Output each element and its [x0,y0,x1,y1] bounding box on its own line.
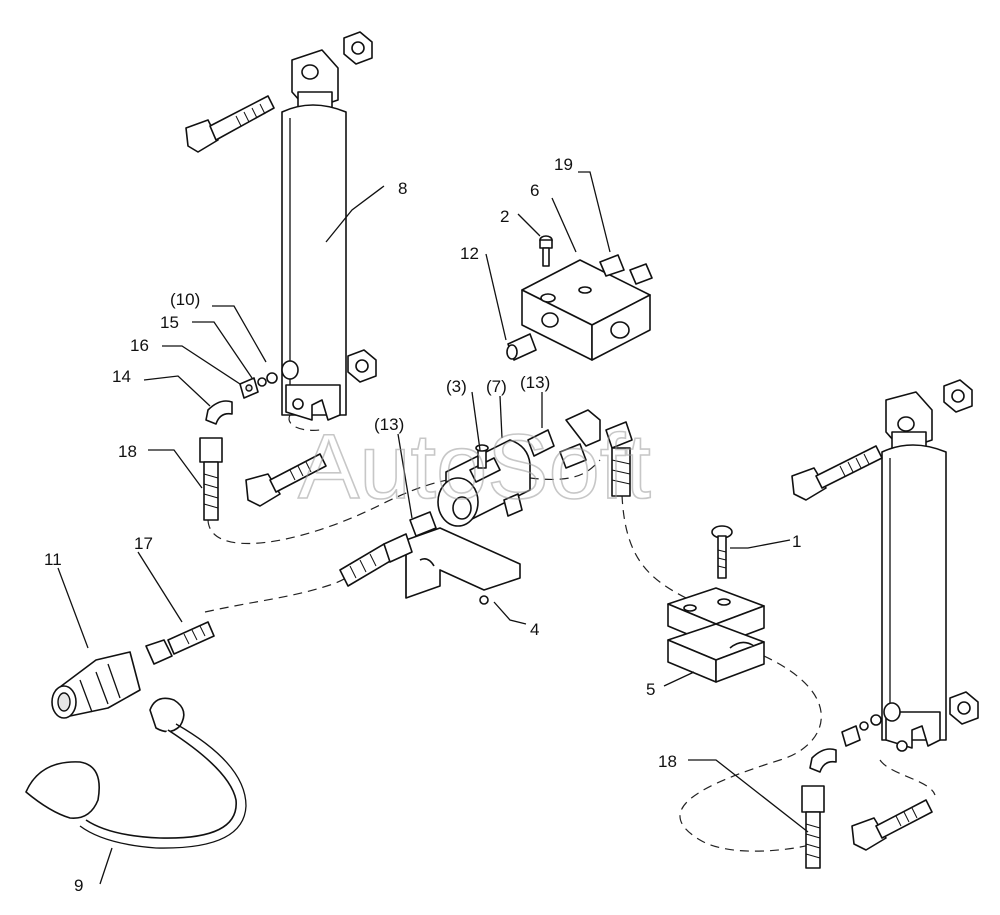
hose-end-17 [145,621,215,665]
callout-17: 17 [134,534,153,553]
nut-top-right [943,379,973,413]
callout-16: 16 [130,336,149,355]
callout-13b: (13) [520,373,550,392]
callout-10: (10) [170,290,200,309]
callout-18b: 18 [658,752,677,771]
callout-13a: (13) [374,415,404,434]
hose-end-mid [339,533,413,587]
washer-4 [479,595,489,605]
bracket [405,527,521,599]
dust-cap [25,697,247,849]
callout-15: 15 [160,313,179,332]
callout-5: 5 [646,680,655,699]
callout-8: 8 [398,179,407,198]
screw-1 [711,525,733,579]
hose-cylinder-stub [879,759,936,796]
callout-labels: 1 2 (3) 4 5 6 (7) 8 9 (10) 11 12 (13) (1… [44,155,801,895]
callout-4: 4 [530,620,539,639]
valve-block [521,259,651,361]
fitting-12 [506,333,537,361]
nut-bottom-right [949,691,979,725]
hose-right-lower [679,649,822,852]
hose-cylinder-stub-left [288,414,321,431]
callout-11: 11 [44,550,62,569]
central-valve [437,439,531,527]
fittings-right [801,702,901,869]
fittings-19 [599,254,653,285]
fittings-13-mid [409,409,633,537]
callout-18a: 18 [118,442,137,461]
hydraulic-cylinder-right [881,391,947,752]
bolt-bottom-left [245,453,327,507]
clamp-block [667,587,765,683]
nut-top-left [343,31,373,65]
watermark: AutoSoft [298,416,651,518]
callout-12: 12 [460,244,479,263]
bolt-top-right [791,445,883,501]
hose-right-cylinder [621,494,691,601]
bolt-top-left [185,95,275,153]
callout-14: 14 [112,367,131,386]
callout-7: (7) [486,377,507,396]
callout-3: (3) [446,377,467,396]
callout-6: 6 [530,181,539,200]
fittings-left [199,360,299,521]
callout-2: 2 [500,207,509,226]
hydraulic-cylinder-left [281,49,347,421]
nut-mid-left [347,349,377,383]
hose-coupling [204,569,361,613]
screw-2 [539,235,553,267]
leader-lines [57,171,809,885]
quick-coupling [51,651,141,719]
bolt-bottom-right [851,799,933,851]
callout-1: 1 [792,532,801,551]
callout-19: 19 [554,155,573,174]
callout-9: 9 [74,876,83,895]
